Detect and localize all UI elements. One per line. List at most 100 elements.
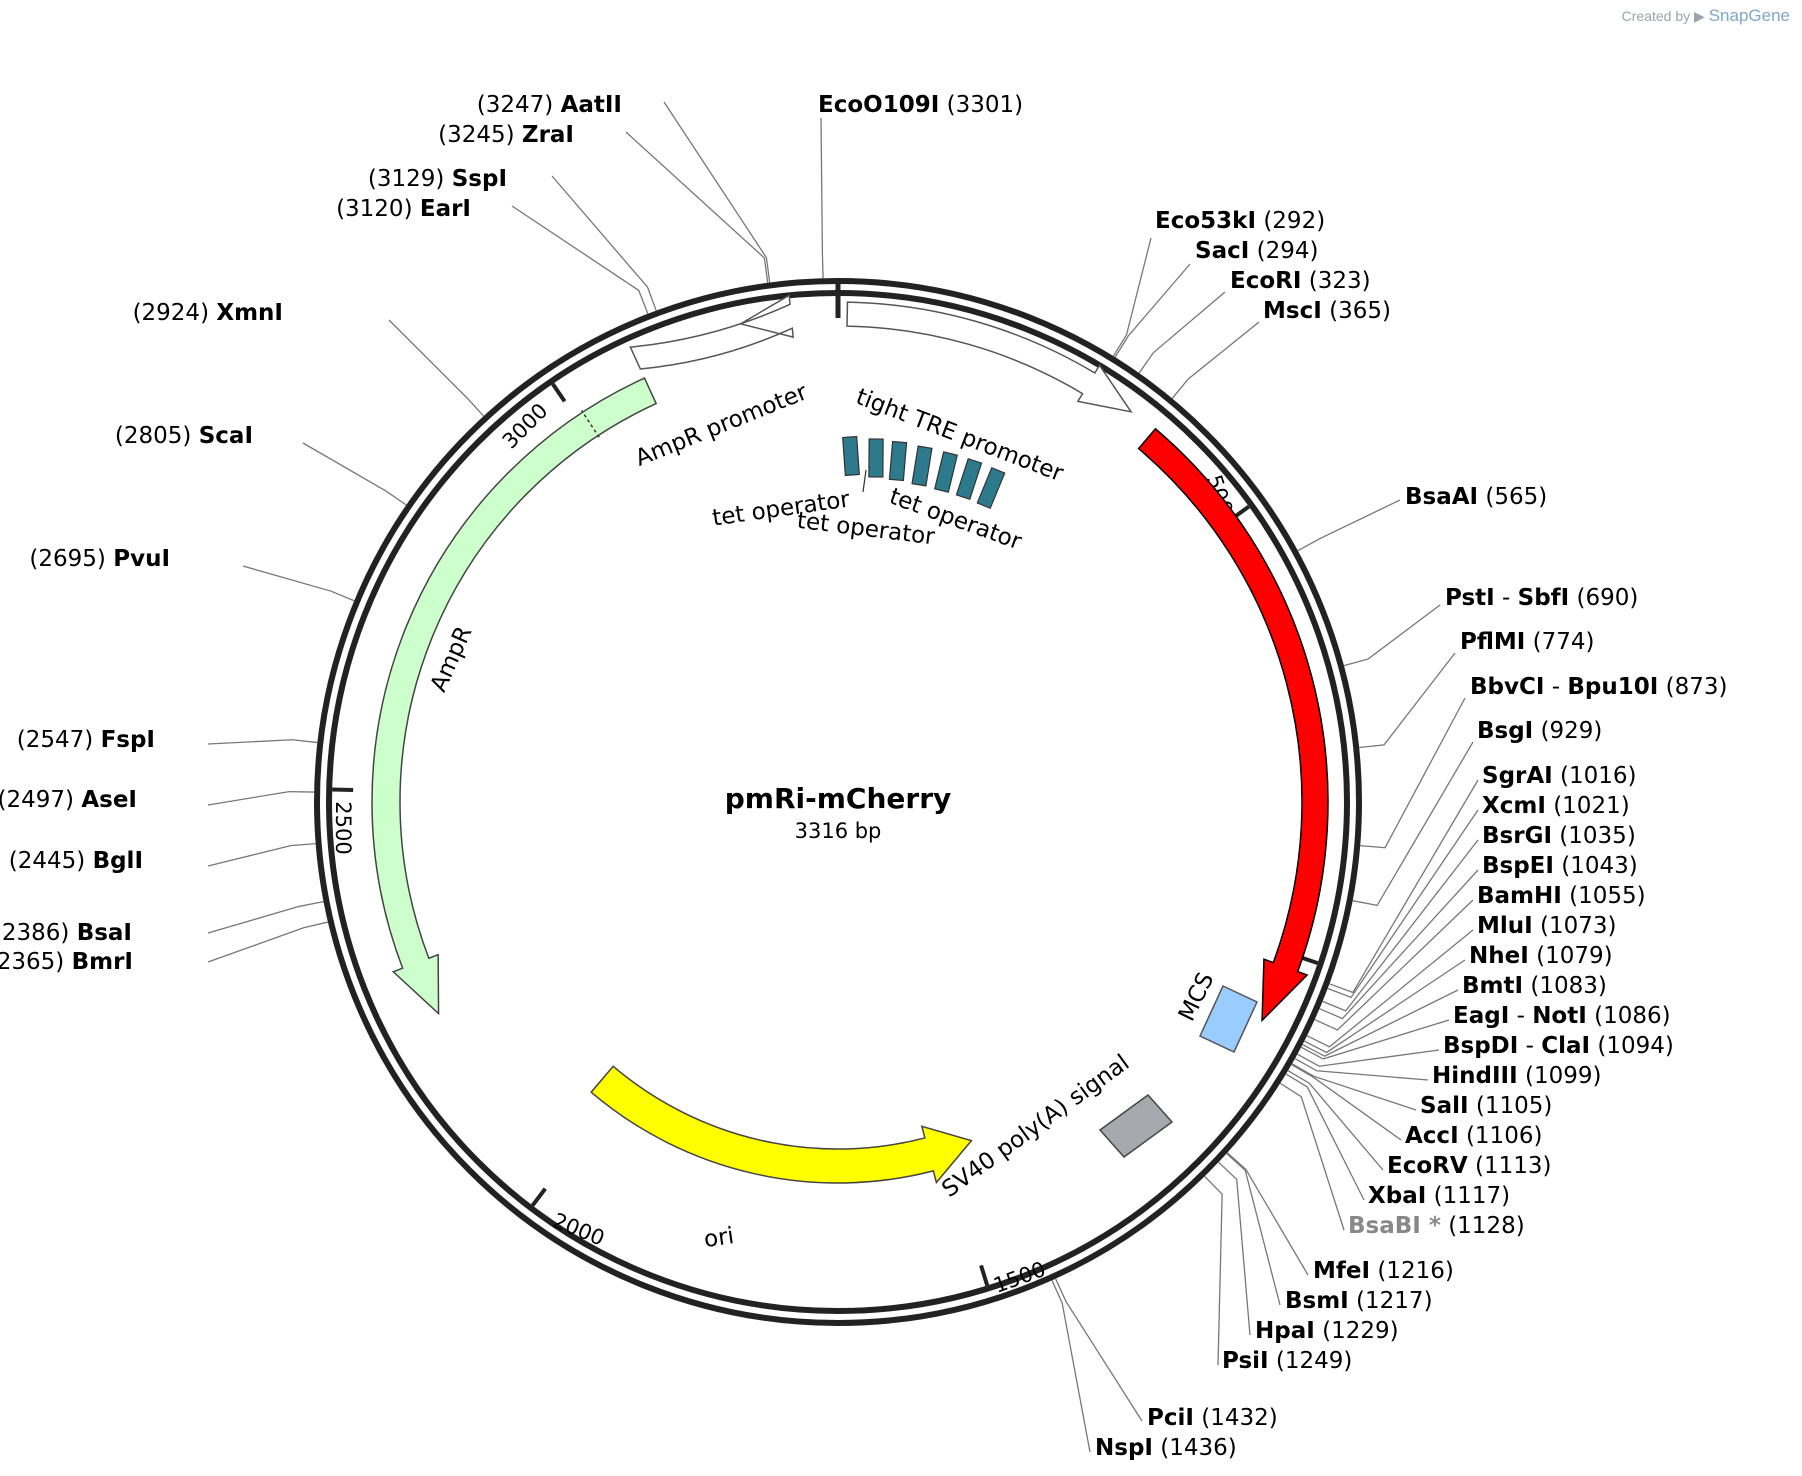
site-connector-line (1352, 741, 1474, 907)
ori-arrow[interactable] (590, 1065, 973, 1185)
site-connector-line (1359, 652, 1456, 749)
site-label-pcii[interactable]: PciI (1432) (1147, 1405, 1278, 1431)
site-label-bsgi[interactable]: BsgI (929) (1477, 718, 1602, 744)
ampr-arrow[interactable] (371, 377, 658, 1016)
site-connector-line (207, 901, 324, 934)
site-label-bbvci[interactable]: BbvCI - Bpu10I (873) (1470, 674, 1727, 700)
site-label-sali[interactable]: SalI (1105) (1420, 1093, 1552, 1119)
ampr-promoter-overlap-mark (580, 410, 600, 438)
site-connector-line (302, 442, 407, 506)
tet-operator-box[interactable] (934, 451, 958, 493)
site-label-ecoo109i[interactable]: EcoO109I (3301) (818, 92, 1023, 118)
site-label-eagi[interactable]: EagI - NotI (1086) (1453, 1003, 1671, 1029)
site-label-xbai[interactable]: XbaI (1117) (1368, 1183, 1510, 1209)
tet-operator-box[interactable] (888, 440, 908, 482)
site-connector-line (388, 319, 485, 417)
site-label-bsai[interactable]: (2386) BsaI (0, 920, 132, 946)
site-label-eari[interactable]: (3120) EarI (336, 196, 471, 222)
feature-sv40-polya-signal[interactable]: SV40 poly(A) signal (937, 1050, 1174, 1203)
site-label-aatii[interactable]: (3247) AatII (477, 92, 622, 118)
site-label-bspdi[interactable]: BspDI - ClaI (1094) (1443, 1033, 1674, 1059)
site-label-scai[interactable]: (2805) ScaI (115, 423, 253, 449)
site-label-bmri[interactable]: (2365) BmrI (0, 949, 133, 975)
site-label-sgrai[interactable]: SgrAI (1016) (1482, 763, 1637, 789)
site-label-ecori[interactable]: EcoRI (323) (1230, 268, 1371, 294)
ori-label: ori (702, 1223, 735, 1253)
site-connector-line (1329, 779, 1479, 994)
tet-operator-box[interactable] (868, 438, 884, 478)
site-connector-line (1055, 1278, 1143, 1422)
feature-ori[interactable]: ori (590, 1065, 973, 1253)
tet-operator-box-shape (868, 438, 884, 478)
site-connector-line (1343, 604, 1441, 667)
site-label-zrai[interactable]: (3245) ZraI (438, 122, 574, 148)
feature-tight-tre-promoter[interactable]: tight TRE promoter (846, 301, 1133, 487)
site-label-bsaai[interactable]: BsaAI (565) (1405, 484, 1547, 510)
site-connector-line (1291, 1063, 1417, 1111)
feature-mcherry[interactable]: mCherry (1137, 427, 1329, 1023)
mcs-box[interactable] (1199, 984, 1258, 1054)
site-connector-line (1138, 291, 1226, 374)
site-connector-line (207, 843, 316, 867)
site-label-asei[interactable]: (2497) AseI (0, 787, 137, 813)
site-label-acci[interactable]: AccI (1106) (1405, 1123, 1542, 1149)
tight-tre-promoter-label: tight TRE promoter (852, 384, 1067, 487)
site-label-saci[interactable]: SacI (294) (1195, 238, 1318, 264)
site-label-mfei[interactable]: MfeI (1216) (1313, 1258, 1454, 1284)
site-label-ecorv[interactable]: EcoRV (1113) (1387, 1153, 1551, 1179)
site-label-nhei[interactable]: NheI (1079) (1469, 943, 1613, 969)
tet-operator-box[interactable] (842, 435, 860, 477)
site-label-bspei[interactable]: BspEI (1043) (1482, 853, 1638, 879)
site-label-hindiii[interactable]: HindIII (1099) (1432, 1063, 1601, 1089)
site-label-nspi[interactable]: NspI (1436) (1095, 1435, 1237, 1461)
site-label-bsabi[interactable]: BsaBI * (1128) (1348, 1213, 1525, 1239)
tet-operator-box[interactable] (976, 466, 1006, 510)
site-label-psii[interactable]: PsiI (1249) (1222, 1348, 1352, 1374)
ampr-promoter-arrow[interactable] (629, 294, 795, 370)
tet-operator-box-shape (955, 458, 983, 500)
site-label-eco53ki[interactable]: Eco53kI (292) (1155, 208, 1325, 234)
site-connector-line (1204, 1175, 1223, 1366)
position-tick-label: 2500 (331, 801, 355, 854)
site-connector-line (1319, 869, 1479, 1020)
tet-operator-box[interactable] (911, 445, 933, 487)
tet-operator-box-shape (976, 466, 1006, 510)
site-label-bsmi[interactable]: BsmI (1217) (1285, 1288, 1433, 1314)
site-label-hpai[interactable]: HpaI (1229) (1255, 1318, 1399, 1344)
site-label-bgli[interactable]: (2445) BglI (9, 848, 143, 874)
site-label-sspi[interactable]: (3129) SspI (368, 166, 507, 192)
feature-ampr[interactable]: AmpR (371, 377, 658, 1016)
site-connector-line (1327, 809, 1479, 999)
tight-tre-promoter-arrow[interactable] (846, 301, 1133, 413)
site-label-bamhi[interactable]: BamHI (1055) (1477, 883, 1646, 909)
site-label-pvui[interactable]: (2695) PvuI (29, 546, 170, 572)
tet-operator-box-shape (842, 435, 860, 477)
mcherry-arrow[interactable] (1137, 427, 1329, 1023)
site-connector-line (207, 739, 318, 745)
site-label-bmti[interactable]: BmtI (1083) (1462, 973, 1607, 999)
site-connector-line (1294, 1057, 1429, 1081)
tet-operator-box[interactable] (955, 458, 983, 500)
feature-mcs[interactable]: MCS (1174, 969, 1258, 1054)
site-label-xcmi[interactable]: XcmI (1021) (1482, 793, 1630, 819)
site-label-xmni[interactable]: (2924) XmnI (133, 300, 283, 326)
site-connector-line (1314, 899, 1474, 1031)
site-label-mlui[interactable]: MluI (1073) (1477, 913, 1617, 939)
site-label-psti[interactable]: PstI - SbfI (690) (1445, 585, 1638, 611)
site-connector-line (207, 921, 329, 963)
site-label-bsrgi[interactable]: BsrGI (1035) (1482, 823, 1636, 849)
ampr-promoter-label: AmpR promoter (632, 379, 812, 472)
site-connector-line (1360, 697, 1466, 849)
site-label-pflmi[interactable]: PflMI (774) (1460, 629, 1595, 655)
site-label-msci[interactable]: MscI (365) (1263, 298, 1391, 324)
site-connector-line (1285, 1073, 1365, 1201)
site-label-fspi[interactable]: (2547) FspI (17, 727, 155, 753)
site-connector-line (1279, 1082, 1345, 1231)
tet-operator-boxes[interactable] (842, 435, 1006, 510)
sv40-polya-signal-box[interactable] (1098, 1093, 1174, 1159)
feature-ampr-promoter[interactable]: AmpR promoter (629, 294, 812, 472)
site-connector-line (1302, 989, 1459, 1057)
site-connector-line (242, 565, 355, 602)
